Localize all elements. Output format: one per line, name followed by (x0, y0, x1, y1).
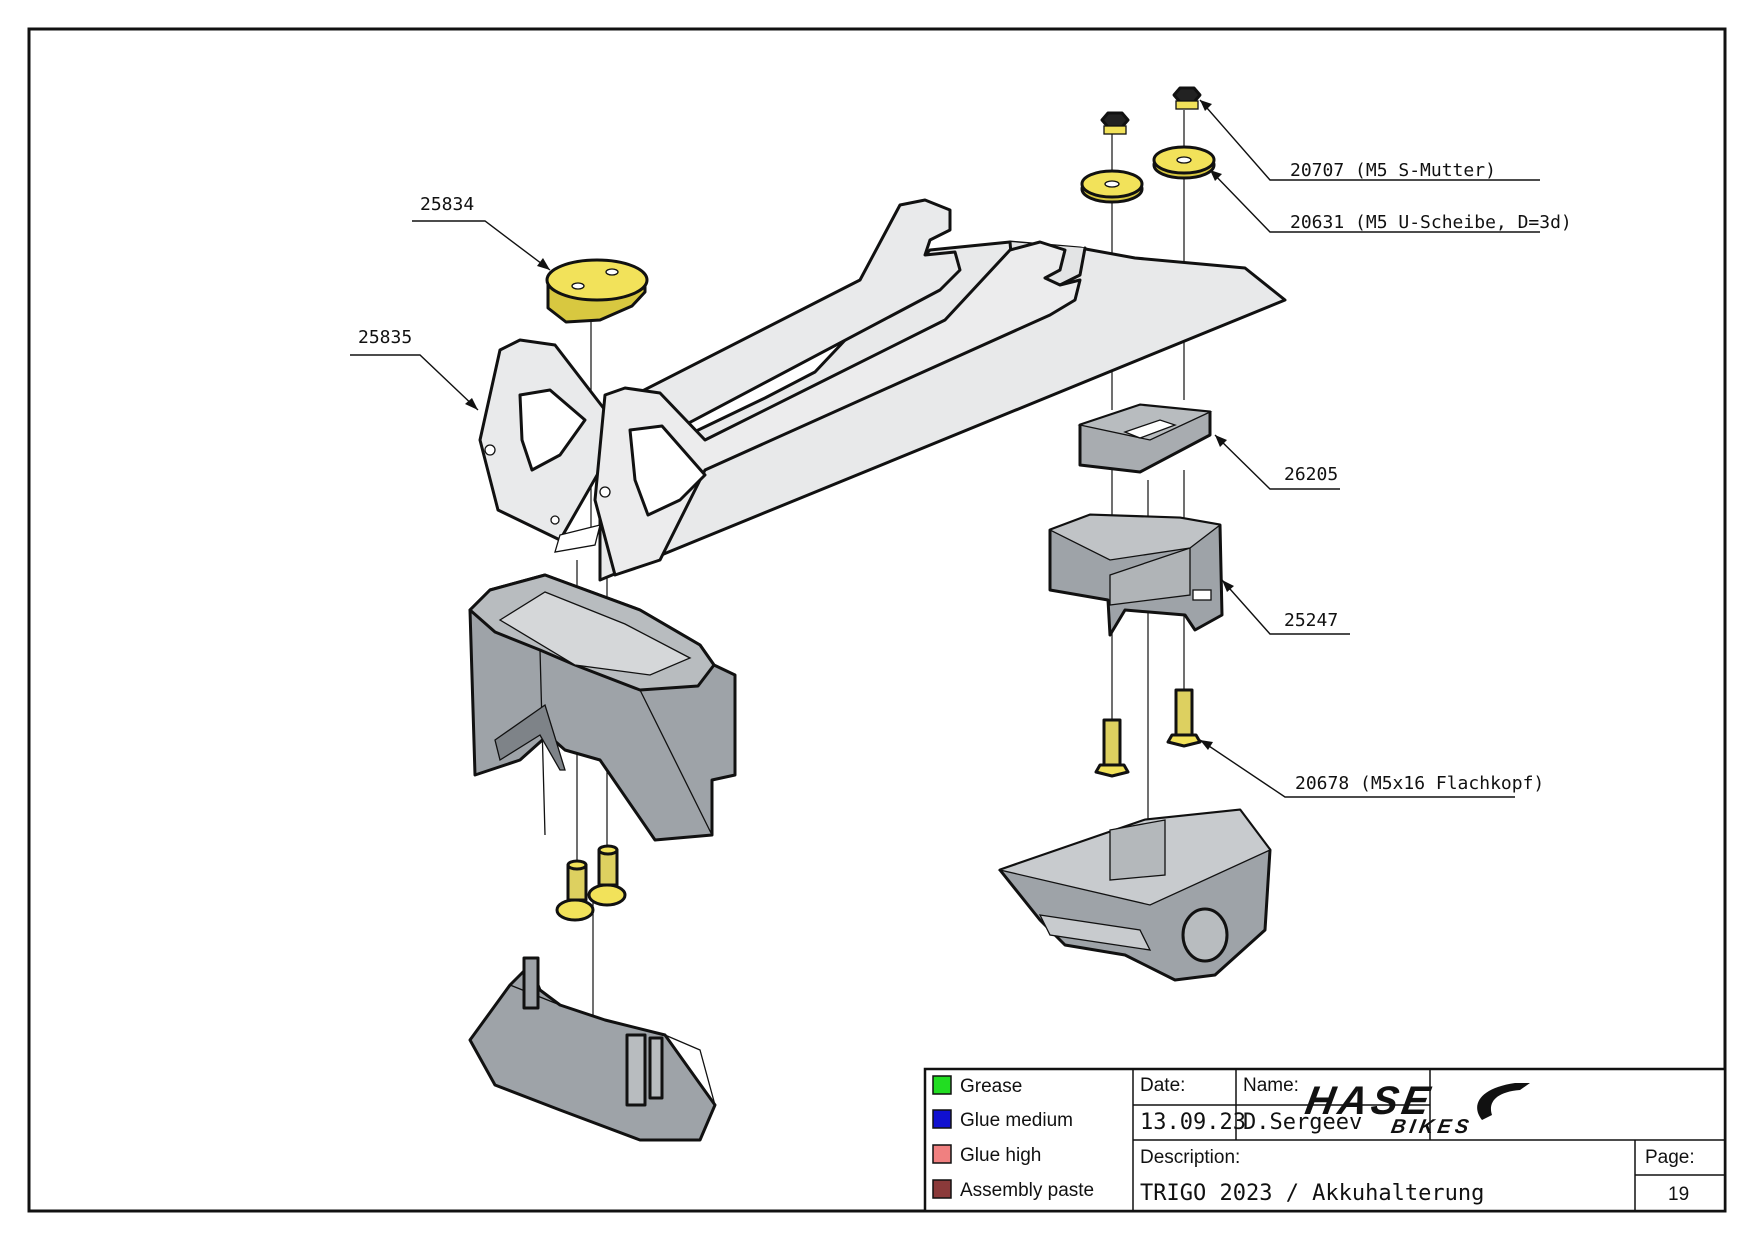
part-20707-nuts (1100, 86, 1202, 135)
logo-main-text: HASE (1302, 1078, 1437, 1123)
description-label: Description: (1140, 1147, 1240, 1168)
callout-20707: 20707 (M5 S-Mutter) (1290, 160, 1496, 181)
part-25835-bracket (478, 198, 1287, 582)
legend-swatch-glue-high (932, 1144, 952, 1164)
legend: Grease Glue medium Glue high Assembly pa… (932, 1075, 1094, 1201)
part-20631-washers (1080, 145, 1216, 204)
callout-26205: 26205 (1284, 464, 1338, 485)
callout-20678: 20678 (M5x16 Flachkopf) (1295, 773, 1544, 794)
legend-label-grease: Grease (960, 1076, 1022, 1097)
legend-label-glue-high: Glue high (960, 1145, 1041, 1166)
part-lower-right-holder (997, 808, 1272, 982)
description-value: TRIGO 2023 / Akkuhalterung (1140, 1181, 1484, 1206)
legend-swatch-glue-medium (932, 1109, 952, 1129)
part-lower-base (468, 956, 717, 1142)
part-20678-screws (1094, 688, 1202, 778)
legend-label-glue-medium: Glue medium (960, 1110, 1073, 1131)
name-label: Name: (1243, 1075, 1299, 1096)
legend-swatch-assembly-paste (932, 1179, 952, 1199)
logo-sub-text: BIKES (1389, 1116, 1474, 1138)
callout-25247: 25247 (1284, 610, 1338, 631)
title-block (923, 1067, 1727, 1213)
callout-25835: 25835 (358, 327, 412, 348)
legend-swatch-grease (932, 1075, 952, 1095)
part-26205-plate (1077, 403, 1213, 474)
part-left-housing (468, 573, 737, 842)
part-yellow-studs (555, 844, 627, 922)
callout-20631: 20631 (M5 U-Scheibe, D=3d) (1290, 212, 1572, 233)
leader-arrowheads (465, 100, 1234, 750)
page-value: 19 (1668, 1184, 1689, 1205)
hase-bikes-logo: HASE BIKES (1302, 1078, 1530, 1138)
callout-25834: 25834 (420, 194, 474, 215)
drawing-frame (27, 27, 1727, 1213)
date-label: Date: (1140, 1075, 1185, 1096)
part-25834-pad (545, 258, 649, 324)
name-value: D.Sergeev (1243, 1110, 1362, 1135)
leader-lines (350, 99, 1540, 798)
page-label: Page: (1645, 1147, 1695, 1168)
part-25247-clamp (1048, 513, 1224, 637)
legend-label-assembly-paste: Assembly paste (960, 1180, 1094, 1201)
date-value: 13.09.23 (1140, 1110, 1246, 1135)
